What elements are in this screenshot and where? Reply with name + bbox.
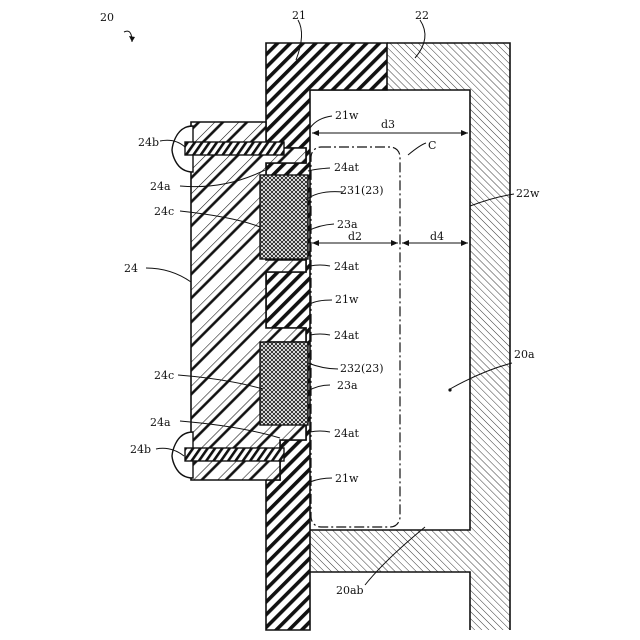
label-figure-20: 20 (100, 11, 114, 24)
label-24a-bottom: 24a (150, 416, 171, 429)
point-20a (448, 388, 451, 391)
label-d2: d2 (348, 230, 362, 243)
label-24b-bottom: 24b (130, 443, 151, 456)
label-24: 24 (124, 262, 138, 275)
label-24b-top: 24b (138, 136, 159, 149)
label-d4: d4 (430, 230, 444, 243)
label-24at-3: 24at (334, 329, 360, 342)
label-24at-2: 24at (334, 260, 360, 273)
label-23a-bottom: 23a (337, 379, 358, 392)
label-21: 21 (292, 9, 306, 22)
label-24a-top: 24a (150, 180, 171, 193)
label-24c-bottom: 24c (154, 369, 174, 382)
label-24c-top: 24c (154, 205, 174, 218)
leader-lines (124, 20, 514, 585)
label-c: C (428, 139, 436, 152)
label-d3: d3 (381, 118, 395, 131)
label-22: 22 (415, 9, 429, 22)
label-24at-1: 24at (334, 161, 360, 174)
block-231 (260, 175, 308, 259)
label-22w: 22w (516, 187, 540, 200)
label-21w-mid: 21w (335, 293, 359, 306)
block-232 (260, 342, 308, 425)
label-21w-bottom: 21w (335, 472, 359, 485)
label-20a: 20a (514, 348, 535, 361)
label-20ab: 20ab (336, 584, 364, 597)
label-231: 231(23) (340, 184, 384, 197)
label-232: 232(23) (340, 362, 384, 375)
label-21w-top: 21w (335, 109, 359, 122)
label-24at-4: 24at (334, 427, 360, 440)
